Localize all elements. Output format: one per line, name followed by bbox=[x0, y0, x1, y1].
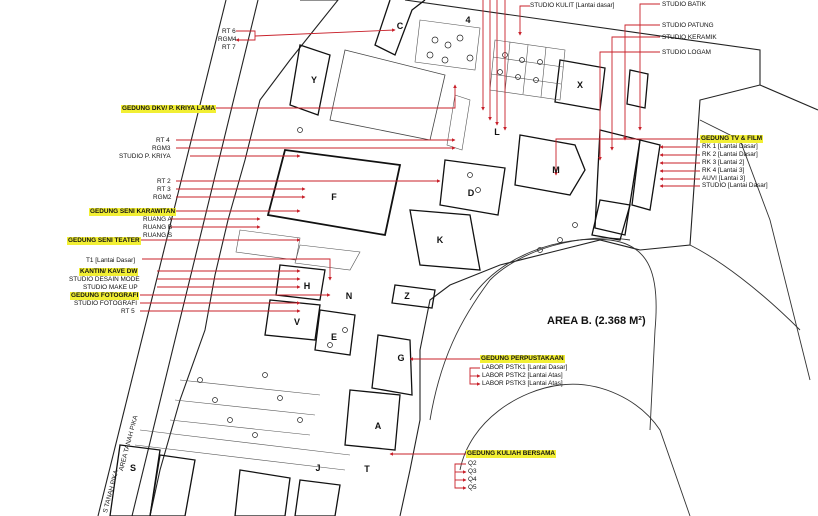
label-q4: Q4 bbox=[468, 476, 477, 483]
contour-lines bbox=[429, 119, 811, 516]
building-letter-d: D bbox=[467, 188, 475, 198]
building-letter-y: Y bbox=[310, 75, 317, 85]
building-letter-l: L bbox=[494, 127, 500, 137]
leader-line bbox=[235, 30, 256, 42]
leader-line bbox=[598, 51, 660, 161]
label-ruang-b: RUANG B bbox=[143, 224, 173, 231]
leader-line bbox=[142, 258, 332, 281]
label-labor-pstk2: LABOR PSTK2 [Lantai Atas] bbox=[482, 372, 563, 379]
label-studio-fotografi: STUDIO FOTOGRAFI bbox=[74, 300, 138, 307]
leader-line bbox=[638, 3, 660, 131]
building-letter-s: S bbox=[129, 463, 136, 473]
label-gedung-perpustakaan: GEDUNG PERPUSTAKAAN bbox=[480, 355, 565, 363]
building-letter-t: T bbox=[364, 464, 370, 474]
label-t1: T1 [Lantai Dasar] bbox=[86, 257, 136, 264]
building-letter-k: K bbox=[436, 235, 444, 245]
paths-and-grid bbox=[134, 19, 566, 471]
building-letter-e: E bbox=[330, 332, 337, 342]
leader-line bbox=[254, 28, 396, 37]
leader-line bbox=[210, 84, 457, 109]
trees bbox=[197, 34, 578, 438]
label-gedung-seni-teater: GEDUNG SENI TEATER bbox=[67, 237, 141, 245]
label-ruang-s: RUANG S bbox=[143, 232, 173, 239]
label-gedung-dkv: GEDUNG DKV/ P. KRIYA LAMA bbox=[121, 105, 217, 113]
label-q3: Q3 bbox=[468, 468, 477, 475]
label-labor-pstk3: LABOR PSTK3 [Lantai Atas] bbox=[482, 380, 563, 387]
leader-line bbox=[554, 138, 700, 176]
label-studio-patung: STUDIO PATUNG bbox=[662, 22, 714, 29]
label-rgm2: RGM2 bbox=[153, 194, 172, 201]
building-letter-c: C bbox=[396, 21, 404, 31]
label-rk4: RK 4 [Lantai 3] bbox=[702, 167, 745, 174]
label-ruang-a: RUANG A bbox=[143, 216, 172, 223]
building-letter-n: N bbox=[345, 291, 353, 301]
label-gedung-tv-film: GEDUNG TV & FILM bbox=[700, 135, 764, 143]
building-letter-j: J bbox=[315, 463, 321, 473]
label-rgm3: RGM3 bbox=[152, 145, 171, 152]
building-letter-x: X bbox=[576, 80, 583, 90]
label-studio-keramik: STUDIO KERAMIK bbox=[662, 34, 717, 41]
label-q2: Q2 bbox=[468, 460, 477, 467]
label-rt2: RT 2 bbox=[157, 178, 171, 185]
leader-line bbox=[518, 5, 530, 36]
leader-line bbox=[610, 36, 660, 151]
building-letter-h: H bbox=[303, 281, 311, 291]
building-letter-f: F bbox=[331, 192, 337, 202]
building-letter-z: Z bbox=[404, 291, 410, 301]
label-q5: Q5 bbox=[468, 484, 477, 491]
building-letter-4: 4 bbox=[465, 15, 471, 25]
building-letter-v: V bbox=[293, 317, 300, 327]
label-rt4: RT 4 bbox=[156, 137, 170, 144]
area-label: AREA B. (2.368 M²) bbox=[544, 314, 649, 328]
label-gedung-fotografi: GEDUNG FOTOGRAFI bbox=[70, 292, 140, 300]
building-letter-a: A bbox=[374, 421, 382, 431]
label-rgm4: RGM4 bbox=[218, 36, 237, 43]
label-kantin: KANTIN/ KAVE DW bbox=[79, 268, 139, 276]
leader-line bbox=[454, 463, 467, 490]
leader-line bbox=[623, 24, 660, 141]
label-studio-tv: STUDIO [Lantai Dasar] bbox=[702, 182, 768, 189]
label-studio-p-kriya: STUDIO P. KRIYA bbox=[119, 153, 171, 160]
label-studio-make-up: STUDIO MAKE UP bbox=[83, 284, 138, 291]
label-rk3: RK 3 [Lantai 2] bbox=[702, 159, 745, 166]
label-studio-desain-mode: STUDIO DESAIN MODE bbox=[69, 276, 140, 283]
building-letter-g: G bbox=[397, 353, 405, 363]
label-rk2: RK 2 [Lantai Dasar] bbox=[702, 151, 758, 158]
label-labor-pstk1: LABOR PSTK1 [Lantai Dasar] bbox=[482, 364, 568, 371]
leader-lines bbox=[140, 0, 700, 490]
label-rk1: RK 1 [Lantai Dasar] bbox=[702, 143, 758, 150]
building-letter-m: M bbox=[552, 165, 560, 175]
label-rt5: RT 5 bbox=[121, 308, 135, 315]
label-studio-kulit: STUDIO KULIT [Lantai dasar] bbox=[530, 2, 615, 9]
label-rt3: RT 3 bbox=[157, 186, 171, 193]
label-studio-logam: STUDIO LOGAM bbox=[662, 49, 712, 56]
label-gedung-kuliah-bersama: GEDUNG KULIAH BERSAMA bbox=[466, 450, 557, 458]
label-studio-batik: STUDIO BATIK bbox=[662, 1, 706, 8]
label-auvi: AUVI [Lantai 3] bbox=[702, 175, 745, 182]
site-boundary bbox=[97, 0, 818, 516]
label-gedung-seni-karawitan: GEDUNG SENI KARAWITAN bbox=[89, 208, 177, 216]
label-rt7: RT 7 bbox=[222, 44, 236, 51]
label-rt6: RT 6 bbox=[222, 28, 236, 35]
